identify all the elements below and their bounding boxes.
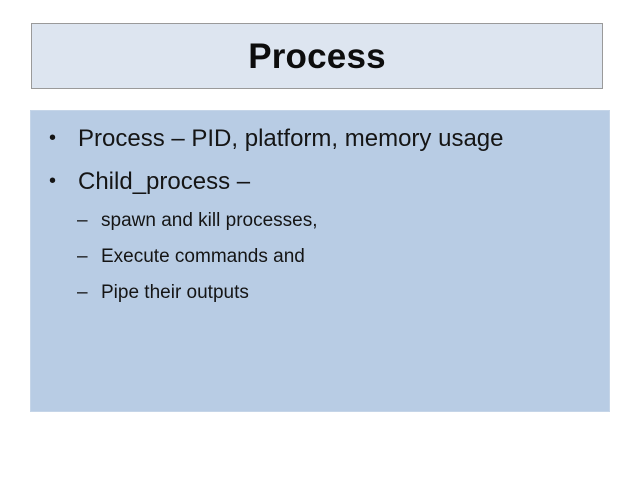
bullet-dash-icon: –	[77, 246, 88, 267]
page-title: Process	[248, 36, 386, 76]
list-item[interactable]: • Process – PID, platform, memory usage	[41, 117, 599, 160]
bullet-dash-icon: –	[77, 282, 88, 303]
body-placeholder[interactable]: • Process – PID, platform, memory usage …	[30, 110, 610, 412]
list-item-label: spawn and kill processes,	[101, 210, 318, 231]
sub-bullet-list: – spawn and kill processes, – Execute co…	[41, 203, 599, 311]
list-item-label: Process – PID, platform, memory usage	[78, 125, 504, 152]
list-item-label: Pipe their outputs	[101, 282, 249, 303]
bullet-dot-icon: •	[49, 127, 57, 149]
list-item[interactable]: – Pipe their outputs	[41, 275, 599, 311]
list-item[interactable]: • Child_process –	[41, 160, 599, 203]
bullet-list: • Process – PID, platform, memory usage …	[41, 117, 599, 311]
list-item[interactable]: – spawn and kill processes,	[41, 203, 599, 239]
bullet-dash-icon: –	[77, 210, 88, 231]
bullet-dot-icon: •	[49, 170, 57, 192]
list-item-label: Execute commands and	[101, 246, 305, 267]
sub-bullet-group: – spawn and kill processes, – Execute co…	[41, 203, 599, 311]
list-item-label: Child_process –	[78, 168, 251, 195]
list-item[interactable]: – Execute commands and	[41, 239, 599, 275]
title-placeholder[interactable]: Process	[31, 23, 603, 89]
